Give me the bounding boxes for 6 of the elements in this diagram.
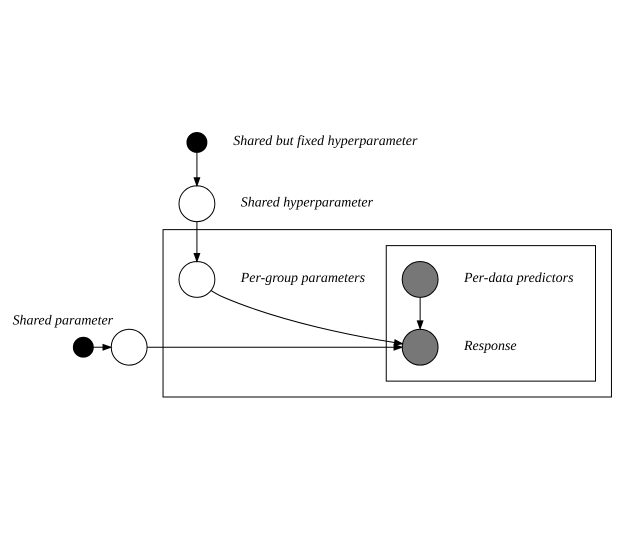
- node-label: Shared hyperparameter: [240, 195, 374, 210]
- node-label: Per-group parameters: [240, 271, 366, 286]
- node-label: Per-data predictors: [464, 271, 574, 286]
- node-label: Response: [464, 338, 517, 354]
- node-label: Shared parameter: [12, 314, 114, 328]
- node-label: Shared but fixed hyperparameter: [233, 134, 418, 150]
